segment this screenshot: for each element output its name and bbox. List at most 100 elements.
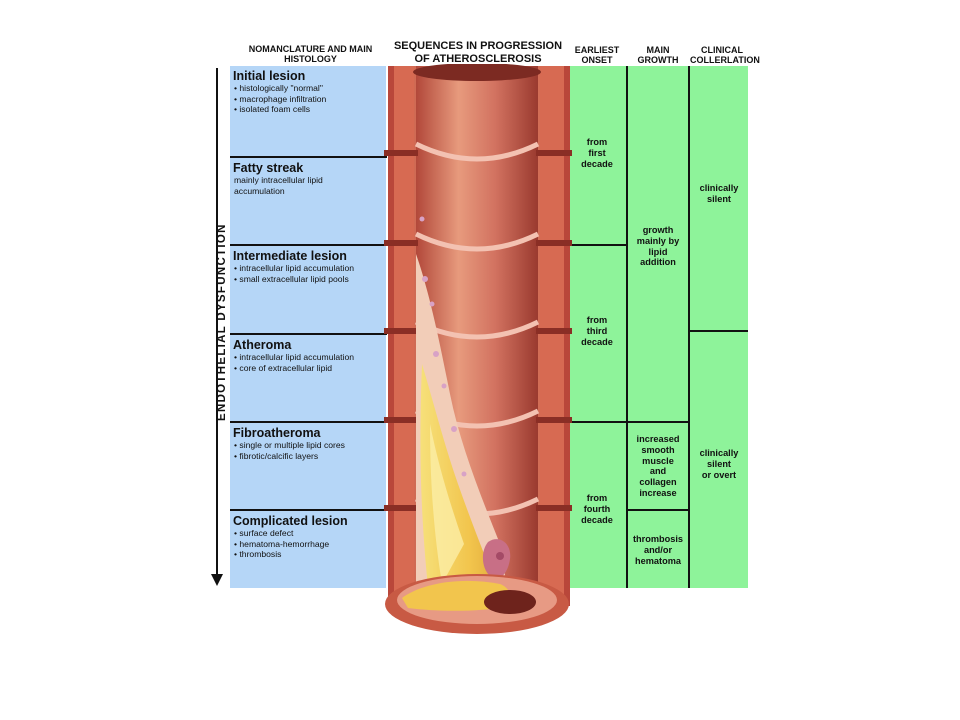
header-earliest-onset: EARLIEST ONSET [572, 45, 622, 65]
segment-step [536, 417, 572, 423]
lipid-core-highlight [430, 424, 464, 584]
stage-title: Fatty streak [233, 161, 304, 175]
onset-column [568, 66, 626, 588]
column-divider [688, 66, 690, 588]
growth-line: thrombosis [632, 534, 684, 544]
growth-divider [628, 509, 688, 511]
foam-cell [429, 301, 435, 307]
stage-intermediate-lesion: Intermediate lesion • intracellular lipi… [230, 247, 387, 284]
stage-item: • intracellular lipid accumulation [234, 352, 355, 362]
clinical-line: clinically [699, 183, 739, 193]
growth-lipid-addition: growth mainly by lipid addition [628, 225, 688, 268]
onset-line: first [588, 147, 606, 158]
stage-item: • hematoma-hemorrhage [234, 538, 330, 549]
progression-arrow-line [216, 68, 218, 578]
clinical-silent: clinically silent [690, 183, 748, 205]
header-clinical-correlation-text: CLINICAL COLLERLATION [690, 45, 760, 65]
onset-first-decade: from first decade [568, 137, 626, 169]
segment-ring [414, 231, 540, 252]
growth-line: and [649, 466, 667, 477]
onset-fourth-decade: from fourth decade [568, 493, 626, 525]
header-earliest-onset-text: EARLIEST ONSET [574, 45, 620, 65]
stage-item: • single or multiple lipid cores [234, 440, 345, 450]
stage-fatty-streak: Fatty streak mainly intracellular lipid … [230, 159, 387, 196]
onset-line: fourth [583, 503, 611, 514]
stage-item: mainly intracellular lipid [234, 175, 323, 185]
stage-item: • core of extracellular lipid [234, 362, 333, 373]
clinical-silent-or-overt: clinically silent or overt [690, 448, 748, 480]
growth-line: muscle [642, 455, 674, 466]
foam-cell [422, 276, 428, 282]
segment-step [536, 505, 572, 511]
growth-thrombosis: thrombosis and/or hematoma [628, 534, 688, 566]
onset-line: from [586, 137, 608, 147]
header-sequences: SEQUENCES IN PROGRESSION OF ATHEROSCLERO… [388, 40, 568, 66]
header-nomenclature: NOMANCLATURE AND MAIN HISTOLOGY [248, 44, 373, 64]
thrombus [482, 539, 511, 579]
stage-item: • thrombosis [234, 549, 282, 560]
foam-cell [451, 426, 457, 432]
growth-line: addition [640, 257, 676, 268]
segment-step [384, 240, 418, 246]
onset-line: decade [581, 514, 613, 525]
stage-title: Atheroma [233, 338, 292, 352]
stage-divider [230, 421, 387, 423]
segment-ring [414, 141, 540, 162]
segment-step [536, 240, 572, 246]
stage-item: • intracellular lipid accumulation [234, 263, 355, 273]
stage-item: • fibrotic/calcific layers [234, 450, 319, 461]
clinical-line: clinically [699, 448, 739, 458]
artery-top-opening [413, 64, 541, 81]
stage-item: • surface defect [234, 528, 294, 538]
growth-line: and/or [643, 544, 673, 555]
stage-divider [230, 333, 387, 335]
onset-line: from [586, 315, 608, 325]
header-sequences-text: SEQUENCES IN PROGRESSION OF ATHEROSCLERO… [393, 40, 563, 65]
growth-line: increased [636, 434, 680, 444]
stage-title: Complicated lesion [233, 514, 348, 528]
onset-line: from [586, 493, 608, 503]
foam-cell [461, 471, 467, 477]
stage-divider [230, 156, 387, 158]
segment-step [384, 417, 418, 423]
clinical-divider [690, 330, 748, 332]
segment-step [536, 328, 572, 334]
stage-item: • isolated foam cells [234, 104, 311, 115]
header-nomenclature-text: NOMANCLATURE AND MAIN HISTOLOGY [248, 44, 373, 64]
clinical-line: silent [707, 193, 731, 204]
thrombus-spot [496, 552, 504, 560]
stage-item: accumulation [234, 185, 285, 196]
clinical-line: or overt [701, 469, 737, 480]
onset-line: decade [581, 336, 613, 347]
stage-title: Intermediate lesion [233, 249, 347, 263]
header-clinical-correlation: CLINICAL COLLERLATION [690, 45, 760, 65]
artery-bottom-lumen [484, 590, 536, 614]
growth-line: collagen [639, 477, 677, 488]
growth-line: increase [639, 487, 677, 498]
growth-line: hematoma [635, 555, 681, 566]
stage-item: • histologically "normal" [234, 83, 323, 93]
growth-line: smooth [641, 444, 675, 455]
onset-divider [568, 421, 626, 423]
segment-step [536, 150, 572, 156]
column-divider [626, 66, 628, 588]
growth-line: lipid [648, 246, 668, 257]
clinical-column [690, 66, 748, 588]
growth-smooth-muscle: increased smooth muscle and collagen inc… [628, 434, 688, 499]
onset-third-decade: from third decade [568, 315, 626, 347]
segment-step [384, 505, 418, 511]
segment-step [384, 328, 418, 334]
onset-divider [568, 244, 626, 246]
stage-fibroatheroma: Fibroatheroma • single or multiple lipid… [230, 424, 387, 461]
stage-complicated-lesion: Complicated lesion • surface defect • he… [230, 512, 387, 560]
artery-illustration [384, 64, 572, 634]
artery-right-wall-edge [564, 66, 570, 606]
growth-line: mainly by [636, 235, 680, 246]
stage-title: Fibroatheroma [233, 426, 321, 440]
stage-atheroma: Atheroma • intracellular lipid accumulat… [230, 336, 387, 373]
artery-bottom-lesion [402, 580, 512, 611]
stage-divider [230, 509, 387, 511]
artery-left-wall-edge [388, 66, 394, 606]
stage-item: • macrophage infiltration [234, 93, 327, 104]
onset-line: third [586, 325, 608, 336]
